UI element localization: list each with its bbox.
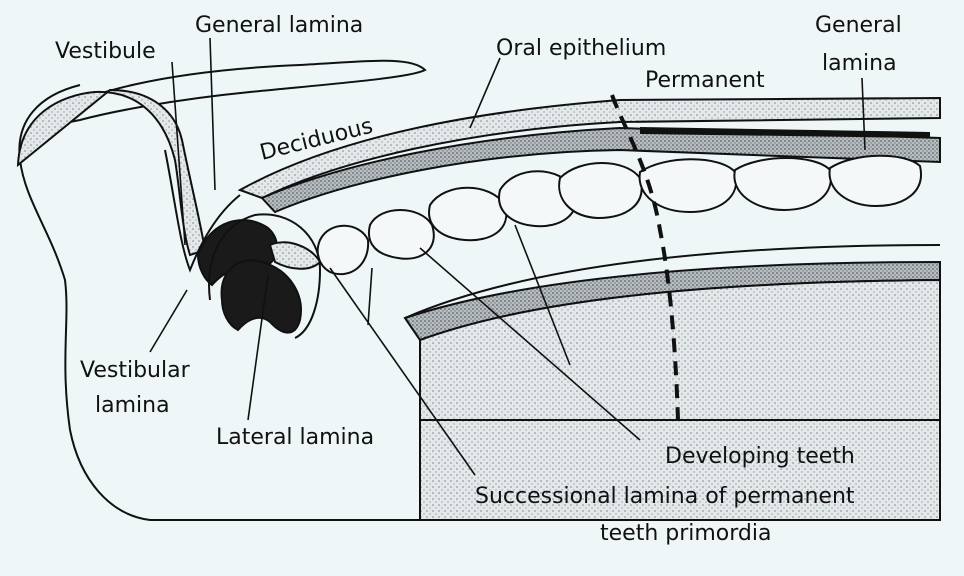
label-permanent: Permanent — [645, 68, 765, 93]
lateral-lamina-bud — [270, 242, 320, 268]
label-developing-teeth: Developing teeth — [665, 444, 855, 469]
label-vestibular-1: Vestibular — [80, 358, 191, 383]
label-oral-epithelium: Oral epithelium — [496, 36, 666, 61]
label-general-lamina-top: General lamina — [195, 13, 363, 38]
label-successional-2: teeth primordia — [600, 521, 772, 546]
label-lateral-lamina: Lateral lamina — [216, 425, 374, 450]
label-general-right-2: lamina — [822, 51, 897, 76]
label-successional-1: Successional lamina of permanent — [475, 484, 855, 509]
jaw-base — [70, 430, 150, 520]
label-general-right-1: General — [815, 13, 902, 38]
label-vestibular-2: lamina — [95, 393, 170, 418]
label-vestibule: Vestibule — [55, 39, 156, 64]
